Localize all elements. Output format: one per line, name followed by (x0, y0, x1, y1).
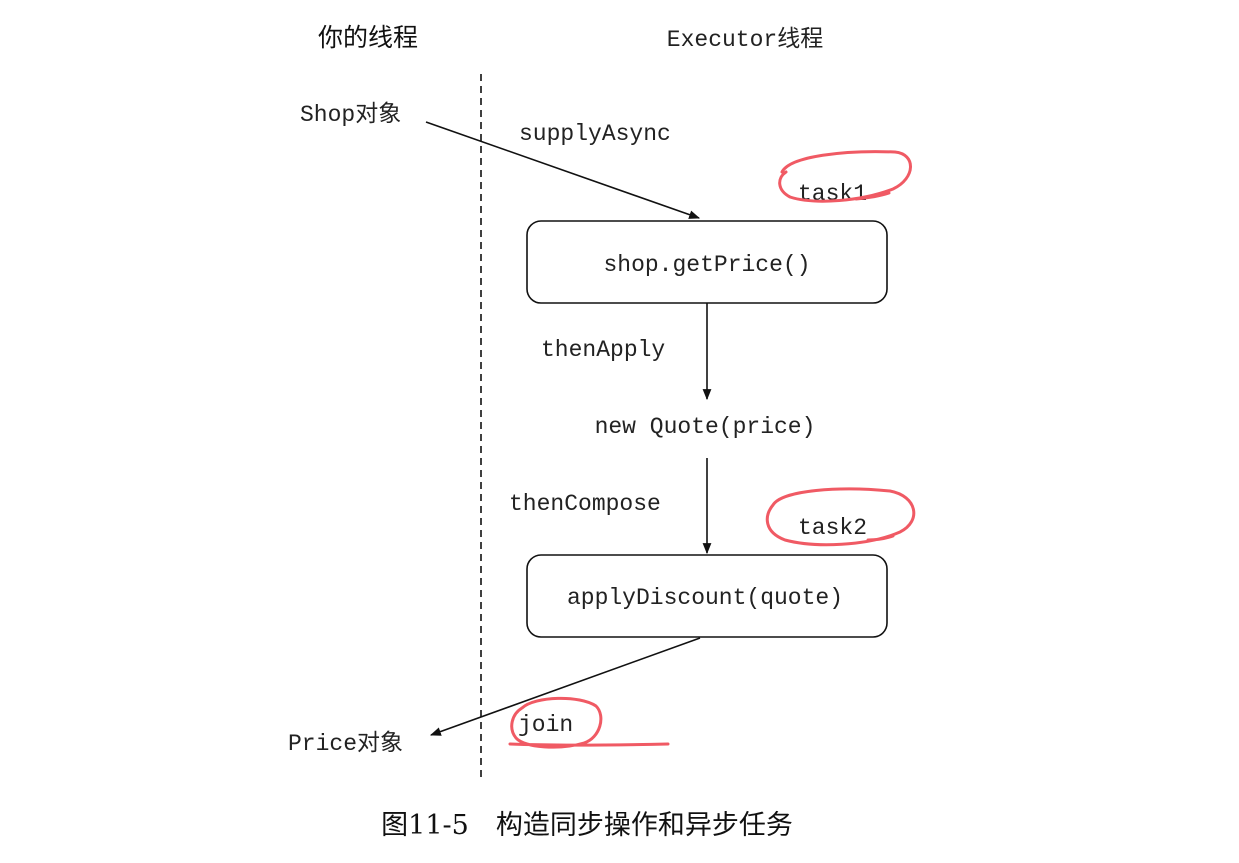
apply-discount-box (526, 554, 888, 638)
then-apply-label: thenApply (541, 337, 665, 363)
executor-thread-heading: Executor线程 (667, 26, 823, 53)
join-arrow (429, 637, 701, 736)
task2-label: task2 (798, 515, 867, 541)
then-compose-label: thenCompose (509, 491, 661, 517)
supply-async-label: supplyAsync (519, 121, 671, 147)
new-quote-label: new Quote(price) (595, 414, 816, 440)
task2-annotation-circle (765, 487, 916, 547)
apply-discount-label: applyDiscount(quote) (567, 585, 843, 611)
task1-annotation-circle (778, 150, 912, 203)
join-annotation-mark (508, 696, 670, 749)
figure-caption: 图11-5 构造同步操作和异步任务 (381, 810, 793, 841)
your-thread-heading: 你的线程 (318, 23, 418, 52)
price-object-label: Price对象 (288, 730, 403, 757)
get-price-label: shop.getPrice() (603, 252, 810, 278)
shop-object-label: Shop对象 (300, 101, 401, 128)
join-label: join (518, 712, 573, 738)
task1-label: task1 (798, 181, 867, 207)
supply-async-arrow (425, 121, 701, 219)
